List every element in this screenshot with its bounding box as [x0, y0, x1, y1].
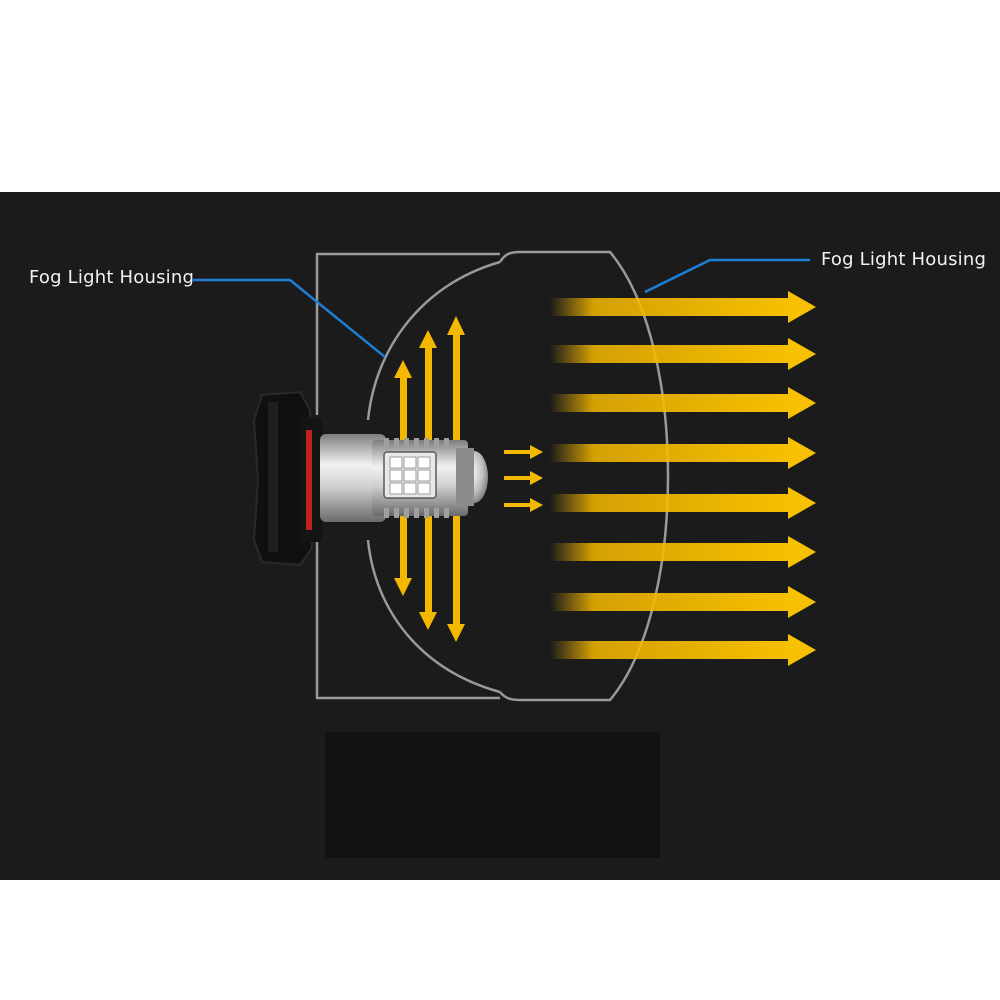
- reflector-curve-top: [366, 260, 501, 421]
- beam-arrow: [550, 487, 816, 519]
- housing-outline-top-left: [315, 252, 500, 415]
- beam-arrow: [550, 536, 816, 568]
- beam-arrow: [550, 291, 816, 323]
- lower-shadow-block: [325, 732, 660, 858]
- right-pointer-line: [644, 258, 810, 294]
- twist-lock-socket-icon: [252, 390, 322, 567]
- right-housing-label: Fog Light Housing: [821, 249, 987, 270]
- beam-arrow: [550, 437, 816, 469]
- led-bulb-icon: [320, 434, 488, 522]
- housing-lens-outline: [498, 250, 670, 702]
- beam-arrows: [550, 291, 816, 666]
- beam-arrow: [550, 634, 816, 666]
- small-forward-arrows: [504, 445, 543, 512]
- housing-outline-bottom-left: [315, 540, 500, 700]
- reflector-curve-bottom: [366, 539, 501, 694]
- beam-arrow: [550, 338, 816, 370]
- beam-arrow: [550, 586, 816, 618]
- left-pointer-line: [193, 278, 386, 358]
- left-housing-label: Fog Light Housing: [29, 267, 195, 288]
- beam-arrow: [550, 387, 816, 419]
